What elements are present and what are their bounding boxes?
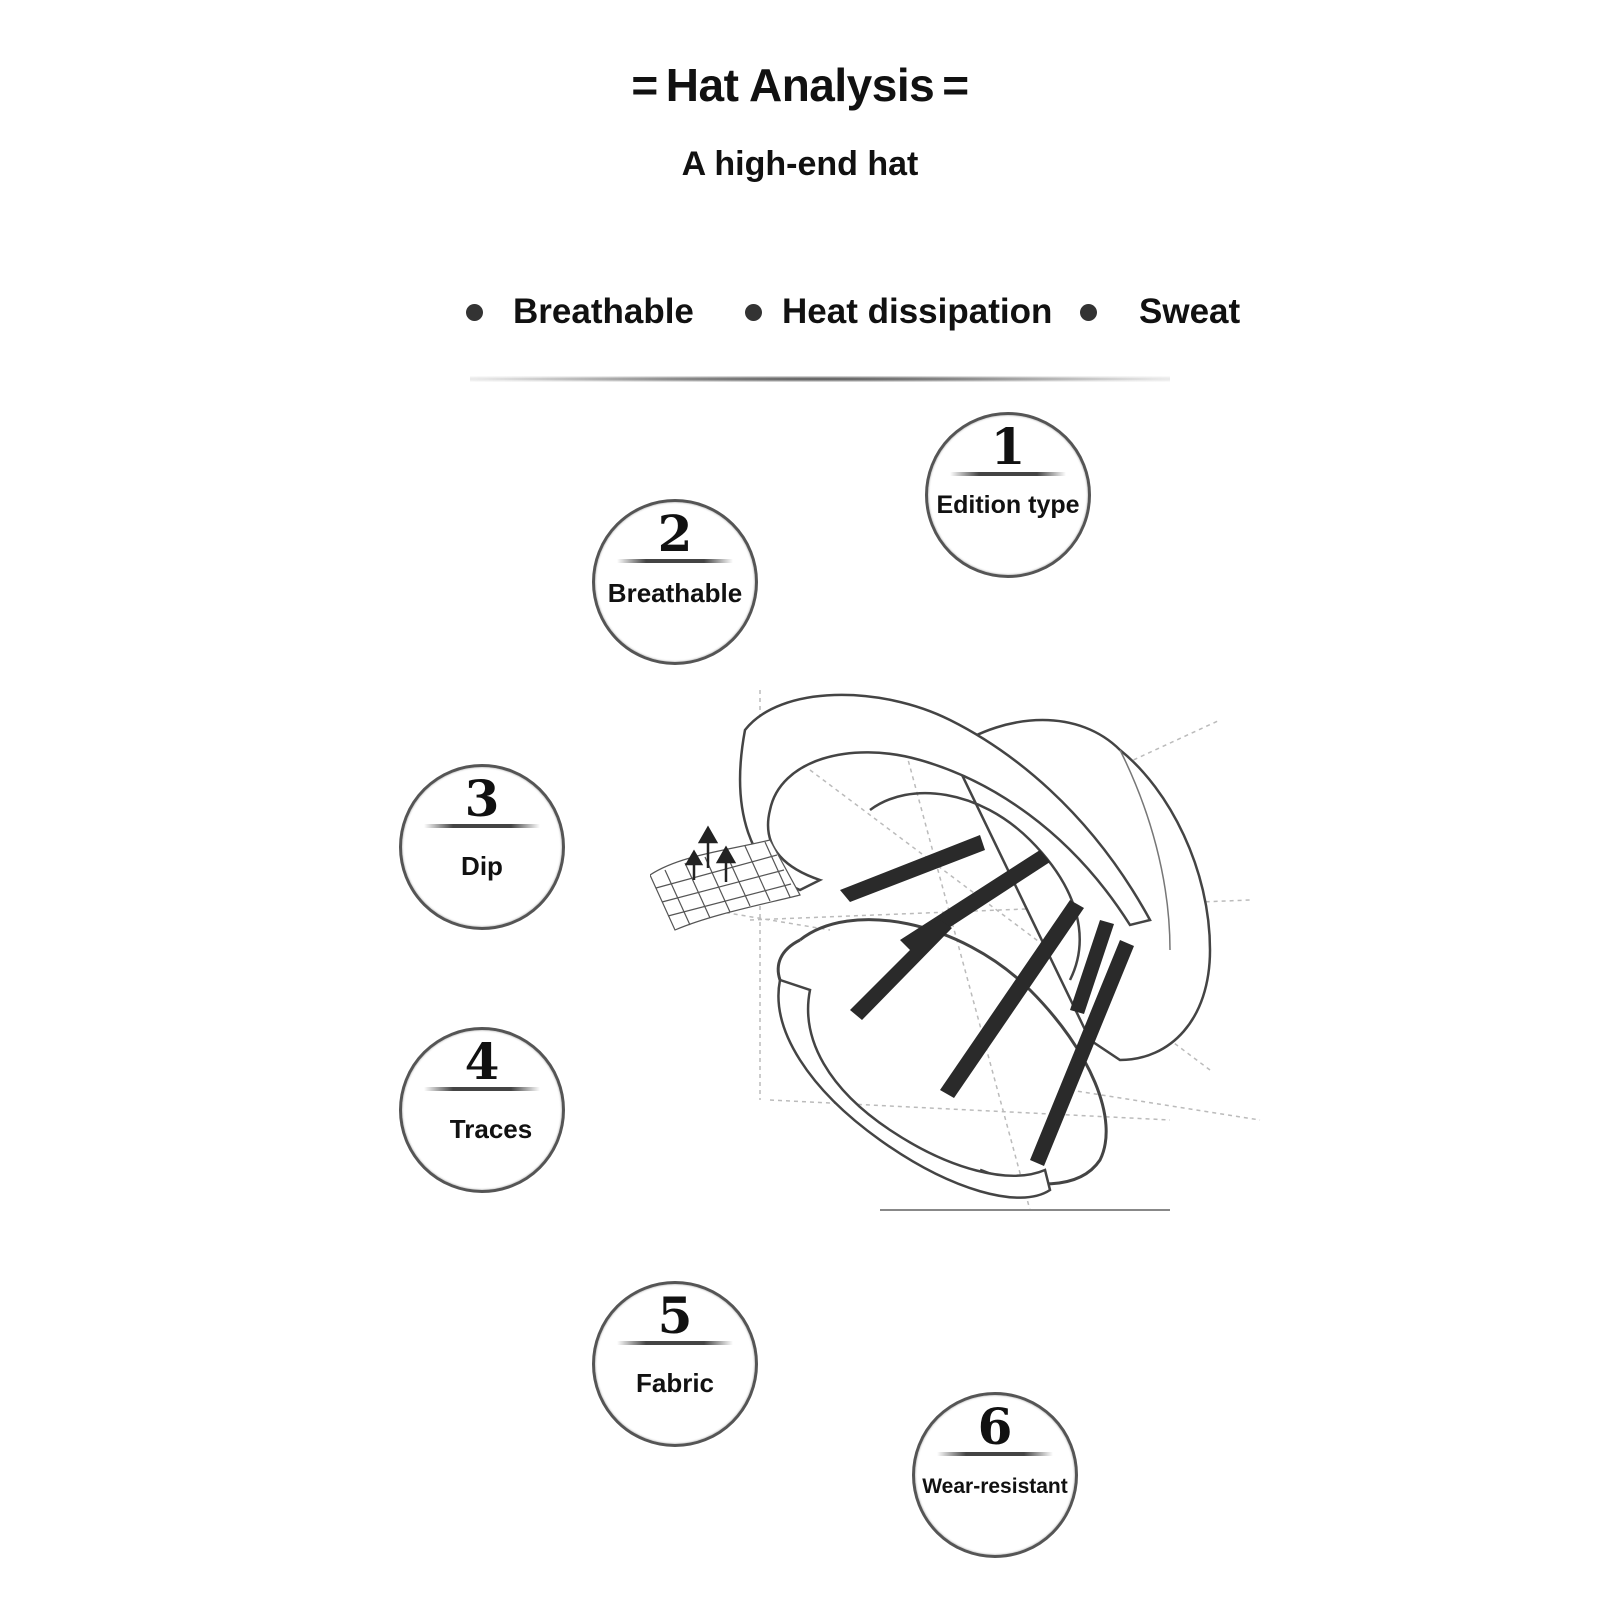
baseball-cap-exploded-diagram-icon xyxy=(650,690,1261,1211)
feature-heat-dissipation: Heat dissipation xyxy=(745,292,1052,332)
badge-number: 5 xyxy=(657,1286,693,1345)
bullet-icon xyxy=(745,303,762,321)
badge-dip: 3 Dip xyxy=(399,764,565,930)
feature-sweat: Sweat xyxy=(1080,292,1240,332)
badge-traces: 4 Traces xyxy=(399,1027,565,1193)
badge-wear-resistant: 6 Wear-resistant xyxy=(912,1392,1078,1558)
badge-breathable: 2 Breathable xyxy=(592,499,758,665)
feature-label: Breathable xyxy=(513,292,694,331)
badge-rule xyxy=(617,1341,733,1345)
badge-label: Breathable xyxy=(607,578,743,608)
divider xyxy=(470,376,1170,382)
badge-label: Fabric xyxy=(635,1368,715,1398)
badge-number: 4 xyxy=(464,1032,500,1091)
badge-label: Wear-resistant xyxy=(922,1475,1068,1498)
feature-label: Heat dissipation xyxy=(782,292,1053,331)
badge-rule xyxy=(424,1087,540,1091)
badge-label: Traces xyxy=(449,1114,533,1144)
badge-edition-type: 1 Edition type xyxy=(925,412,1091,578)
badge-number: 1 xyxy=(990,417,1026,476)
feature-breathable: Breathable xyxy=(466,292,694,332)
badge-label: Dip xyxy=(461,851,503,881)
title-text: Hat Analysis xyxy=(665,59,935,111)
page-title: =Hat Analysis= xyxy=(0,58,1600,112)
bullet-icon xyxy=(466,303,483,321)
badge-rule xyxy=(617,559,733,563)
feature-label: Sweat xyxy=(1139,292,1241,331)
badge-number: 6 xyxy=(977,1397,1013,1456)
badge-rule xyxy=(937,1452,1053,1456)
title-bars-right: = xyxy=(942,59,969,111)
badge-label: Edition type xyxy=(936,491,1080,519)
badge-number: 3 xyxy=(464,769,500,828)
bullet-icon xyxy=(1080,303,1097,321)
badge-number: 2 xyxy=(657,504,693,563)
badge-rule xyxy=(424,824,540,828)
page-subtitle: A high-end hat xyxy=(681,145,919,183)
title-bars-left: = xyxy=(631,59,658,111)
badge-rule xyxy=(950,472,1066,476)
badge-fabric: 5 Fabric xyxy=(592,1281,758,1447)
